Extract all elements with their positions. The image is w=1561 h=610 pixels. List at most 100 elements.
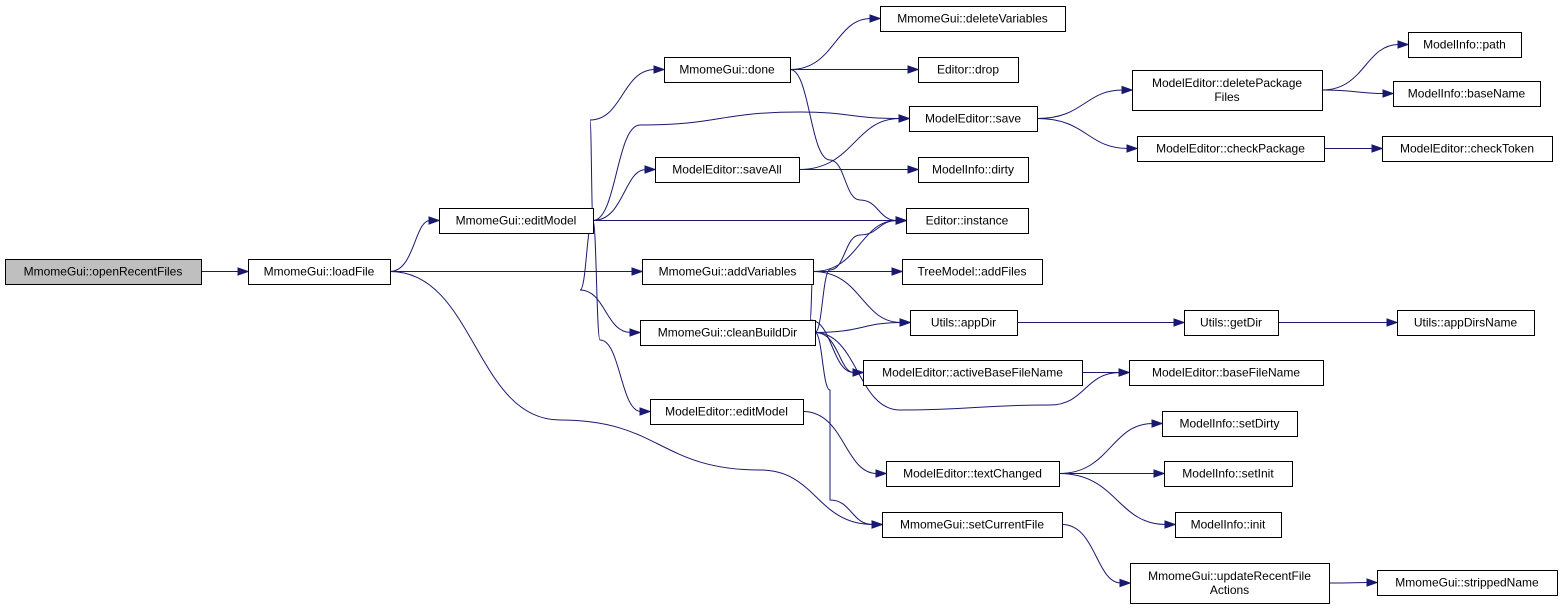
node-app-dir[interactable]: Utils::appDir	[910, 310, 1018, 336]
edge-set-current-file-to-update-recent-file-actions	[1061, 524, 1132, 588]
node-drop[interactable]: Editor::drop	[918, 57, 1019, 83]
node-label: MmomeGui::openRecentFiles	[24, 265, 183, 279]
arrowhead-icon	[891, 267, 904, 276]
node-load-file[interactable]: MmomeGui::loadFile	[248, 259, 391, 285]
node-label: MmomeGui::editModel	[456, 214, 577, 228]
node-label: Utils::appDirsName	[1414, 316, 1518, 330]
node-box	[918, 57, 1019, 83]
node-box	[1393, 81, 1541, 107]
node-base-file-name[interactable]: ModelEditor::baseFileName	[1129, 360, 1324, 386]
node-add-files[interactable]: TreeModel::addFiles	[902, 259, 1043, 285]
edge-save-to-delete-package-files	[1036, 85, 1134, 119]
node-set-dirty[interactable]: ModelInfo::setDirty	[1162, 411, 1298, 437]
edge-active-base-file-name-to-base-file-name	[1082, 368, 1131, 377]
node-label: ModelInfo::init	[1191, 518, 1266, 532]
node-box	[863, 360, 1083, 386]
edge-text-changed-to-set-init	[1059, 469, 1166, 478]
arrowhead-icon	[895, 216, 908, 225]
edge-line	[814, 332, 1121, 411]
node-box	[1137, 136, 1325, 162]
node-me-edit-model[interactable]: ModelEditor::editModel	[650, 399, 804, 425]
edge-line	[798, 118, 901, 170]
arrowhead-icon	[1121, 85, 1134, 95]
arrowhead-icon	[237, 267, 250, 276]
edge-line	[802, 411, 878, 474]
node-box	[1175, 512, 1282, 538]
node-label: Utils::appDir	[931, 316, 996, 330]
node-check-package[interactable]: ModelEditor::checkPackage	[1137, 136, 1325, 162]
arrowhead-icon	[875, 469, 888, 478]
node-instance[interactable]: Editor::instance	[906, 208, 1029, 234]
edge-me-edit-model-to-text-changed	[802, 411, 888, 478]
edge-add-variables-to-instance	[812, 216, 908, 272]
node-check-token[interactable]: ModelEditor::checkToken	[1382, 136, 1553, 162]
node-app-dirs-name[interactable]: Utils::appDirsName	[1397, 310, 1535, 336]
node-label: MmomeGui::setCurrentFile	[900, 518, 1044, 532]
arrowhead-icon	[1153, 469, 1166, 478]
node-set-init[interactable]: ModelInfo::setInit	[1164, 461, 1293, 487]
edge-check-package-to-check-token	[1324, 144, 1384, 153]
node-clean-build-dir[interactable]: MmomeGui::cleanBuildDir	[640, 320, 816, 346]
edge-line	[592, 220, 642, 412]
edge-get-dir-to-app-dirs-name	[1278, 318, 1399, 327]
node-box	[640, 320, 816, 346]
edge-line	[592, 111, 901, 221]
node-label: ModelEditor::textChanged	[903, 467, 1042, 481]
edge-line	[1321, 89, 1385, 94]
node-delete-variables[interactable]: MmomeGui::deleteVariables	[880, 6, 1066, 32]
edge-save-all-to-dirty	[799, 165, 920, 174]
node-save-all[interactable]: ModelEditor::saveAll	[655, 157, 800, 183]
node-label: ModelEditor::activeBaseFileName	[882, 366, 1063, 380]
edge-line	[789, 69, 898, 221]
arrowhead-icon	[898, 114, 911, 123]
node-label: ModelInfo::setDirty	[1179, 417, 1279, 431]
node-active-base-file-name[interactable]: ModelEditor::activeBaseFileName	[863, 360, 1083, 386]
node-box	[1162, 411, 1298, 437]
node-box	[5, 259, 202, 285]
node-label: ModelInfo::path	[1423, 38, 1506, 52]
edge-delete-package-files-to-path	[1321, 40, 1410, 91]
node-text-changed[interactable]: ModelEditor::textChanged	[886, 461, 1060, 487]
call-edges	[200, 14, 1410, 588]
node-set-current-file[interactable]: MmomeGui::setCurrentFile	[882, 512, 1063, 538]
node-label: ModelEditor::save	[925, 112, 1021, 126]
node-label: Editor::instance	[926, 214, 1009, 228]
edge-edit-model-to-save-all	[592, 165, 657, 221]
node-label: Actions	[1210, 583, 1249, 597]
arrowhead-icon	[644, 165, 657, 174]
arrowhead-icon	[1397, 40, 1410, 49]
edge-line	[389, 271, 874, 525]
edge-line	[809, 271, 855, 373]
arrowhead-icon	[1382, 89, 1395, 98]
node-stripped-name[interactable]: MmomeGui::strippedName	[1377, 570, 1558, 596]
node-add-variables[interactable]: MmomeGui::addVariables	[642, 259, 814, 285]
node-edit-model[interactable]: MmomeGui::editModel	[439, 208, 594, 234]
node-get-dir[interactable]: Utils::getDir	[1184, 310, 1279, 336]
edge-text-changed-to-init	[1058, 473, 1177, 529]
edge-delete-package-files-to-base-name	[1321, 89, 1395, 98]
node-base-name[interactable]: ModelInfo::baseName	[1393, 81, 1541, 107]
edge-edit-model-to-instance	[593, 216, 908, 225]
node-label: MmomeGui::deleteVariables	[897, 12, 1048, 26]
node-box	[1132, 70, 1323, 111]
edge-open-recent-files-to-load-file	[200, 267, 250, 276]
edge-save-all-to-save	[798, 114, 911, 170]
node-label: ModelInfo::setInit	[1182, 467, 1274, 481]
node-label: ModelEditor::saveAll	[672, 163, 781, 177]
edge-clean-build-dir-to-app-dir	[814, 318, 912, 333]
node-box	[910, 310, 1018, 336]
node-done[interactable]: MmomeGui::done	[664, 57, 791, 83]
node-box	[1382, 136, 1553, 162]
node-path[interactable]: ModelInfo::path	[1408, 32, 1522, 58]
node-init[interactable]: ModelInfo::init	[1175, 512, 1282, 538]
arrowhead-icon	[1118, 368, 1131, 377]
arrowhead-icon	[1126, 144, 1139, 153]
node-open-recent-files[interactable]: MmomeGui::openRecentFiles	[5, 259, 202, 285]
arrowhead-icon	[1151, 419, 1164, 428]
node-dirty[interactable]: ModelInfo::dirty	[918, 157, 1029, 183]
node-save[interactable]: ModelEditor::save	[909, 106, 1038, 132]
node-label: MmomeGui::cleanBuildDir	[658, 326, 797, 340]
edge-line	[1036, 89, 1124, 119]
